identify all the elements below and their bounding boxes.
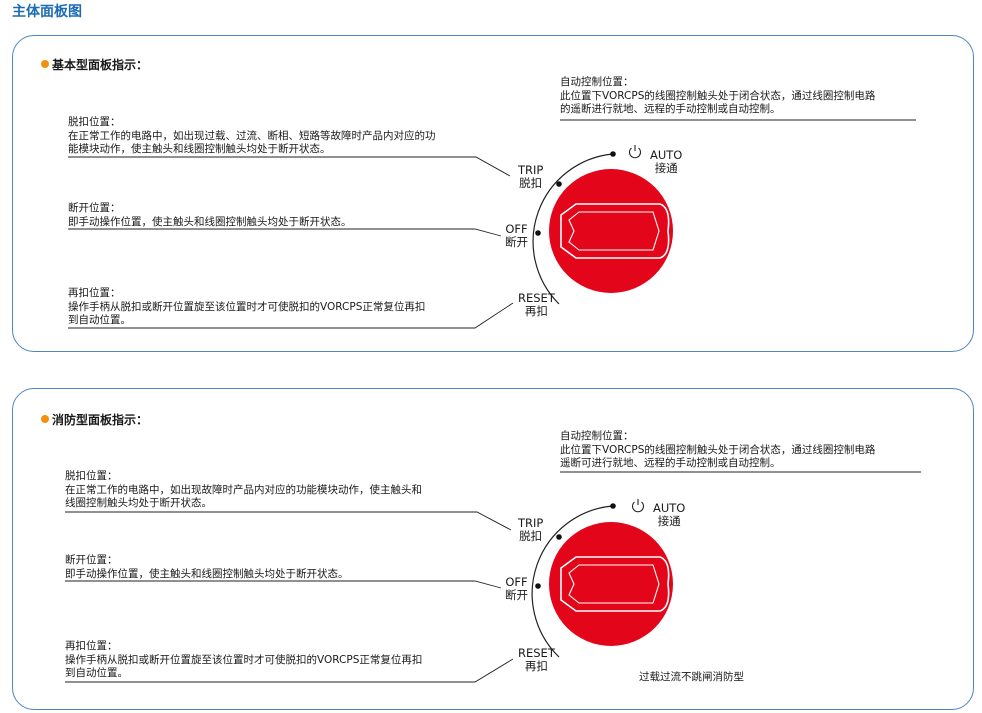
- auto-dot: [610, 503, 616, 509]
- panel-heading-text: 消防型面板指示：: [52, 413, 149, 427]
- trip-description: 脱扣位置： 在正常工作的电路中，如出现故障时产品内对应的功能模块动作，使主触头和…: [65, 470, 422, 509]
- trip-dot: [556, 181, 562, 187]
- panel-fire: 消防型面板指示： 自动控制位置： 此位置下VORCPS的线圈控制触头处于闭合状态…: [12, 388, 974, 710]
- fire-type-note: 过载过流不跳闸消防型: [639, 671, 744, 683]
- trip-dot: [556, 534, 562, 540]
- panel-basic: 基本型面板指示： 自动控制位置： 此位置下VORCPS的线圈控制触头处于闭合状态…: [12, 35, 974, 352]
- panel-fire-graphic: [65, 471, 921, 683]
- reset-leader-line: [68, 302, 514, 329]
- page-title: 主体面板图: [12, 4, 82, 20]
- reset-description: 再扣位置： 操作手柄从脱扣或断开位置旋至该位置时才可使脱扣的VORCPS正常复位…: [65, 640, 423, 679]
- off-label: OFF 断开: [505, 575, 528, 602]
- reset-description: 再扣位置： 操作手柄从脱扣或断开位置旋至该位置时才可使脱扣的VORCPS正常复位…: [68, 287, 426, 326]
- trip-label: TRIP 脱扣: [518, 516, 544, 543]
- trip-leader-line: [65, 511, 512, 531]
- panel-basic-graphic: [68, 119, 916, 329]
- trip-label: TRIP 脱扣: [518, 163, 544, 190]
- off-dot: [535, 230, 541, 236]
- panel-heading-text: 基本型面板指示：: [52, 58, 149, 72]
- off-dot: [535, 583, 541, 589]
- knob-handle: [560, 203, 670, 259]
- reset-label: RESET 再扣: [518, 291, 555, 318]
- bullet-icon: [41, 415, 49, 423]
- position-arc: [531, 505, 614, 658]
- auto-description: 自动控制位置： 此位置下VORCPS的线圈控制触头处于闭合状态，通过线圈控制电路…: [560, 76, 876, 115]
- auto-dot: [610, 151, 616, 157]
- reset-label: RESET 再扣: [518, 646, 555, 673]
- knob-handle-inner: [568, 564, 660, 604]
- auto-label: AUTO 接通: [653, 501, 686, 528]
- trip-leader-line: [68, 156, 511, 177]
- power-icon: [629, 145, 641, 159]
- panel-heading: 消防型面板指示：: [41, 411, 148, 428]
- off-leader-line: [65, 580, 502, 589]
- off-description: 断开位置： 即手动操作位置，使主触头和线圈控制触头均处于断开状态。: [65, 554, 349, 580]
- auto-description: 自动控制位置： 此位置下VORCPS的线圈控制触头处于闭合状态，通过线圈控制电路…: [560, 430, 876, 469]
- rotary-knob: [549, 169, 673, 293]
- position-arc: [532, 153, 614, 305]
- bullet-icon: [41, 60, 49, 68]
- trip-description: 脱扣位置： 在正常工作的电路中，如出现过载、过流、断相、短路等故障时产品内对应的…: [68, 116, 436, 155]
- knob-handle-inner: [568, 211, 660, 251]
- power-icon: [632, 499, 644, 513]
- off-leader-line: [68, 228, 502, 237]
- reset-leader-line: [65, 658, 514, 683]
- rotary-knob: [549, 522, 673, 646]
- panel-heading: 基本型面板指示：: [41, 56, 148, 73]
- knob-handle: [560, 556, 670, 612]
- off-description: 断开位置： 即手动操作位置，使主触头和线圈控制触头均处于断开状态。: [68, 202, 352, 228]
- auto-label: AUTO 接通: [650, 148, 683, 175]
- off-label: OFF 断开: [505, 222, 528, 249]
